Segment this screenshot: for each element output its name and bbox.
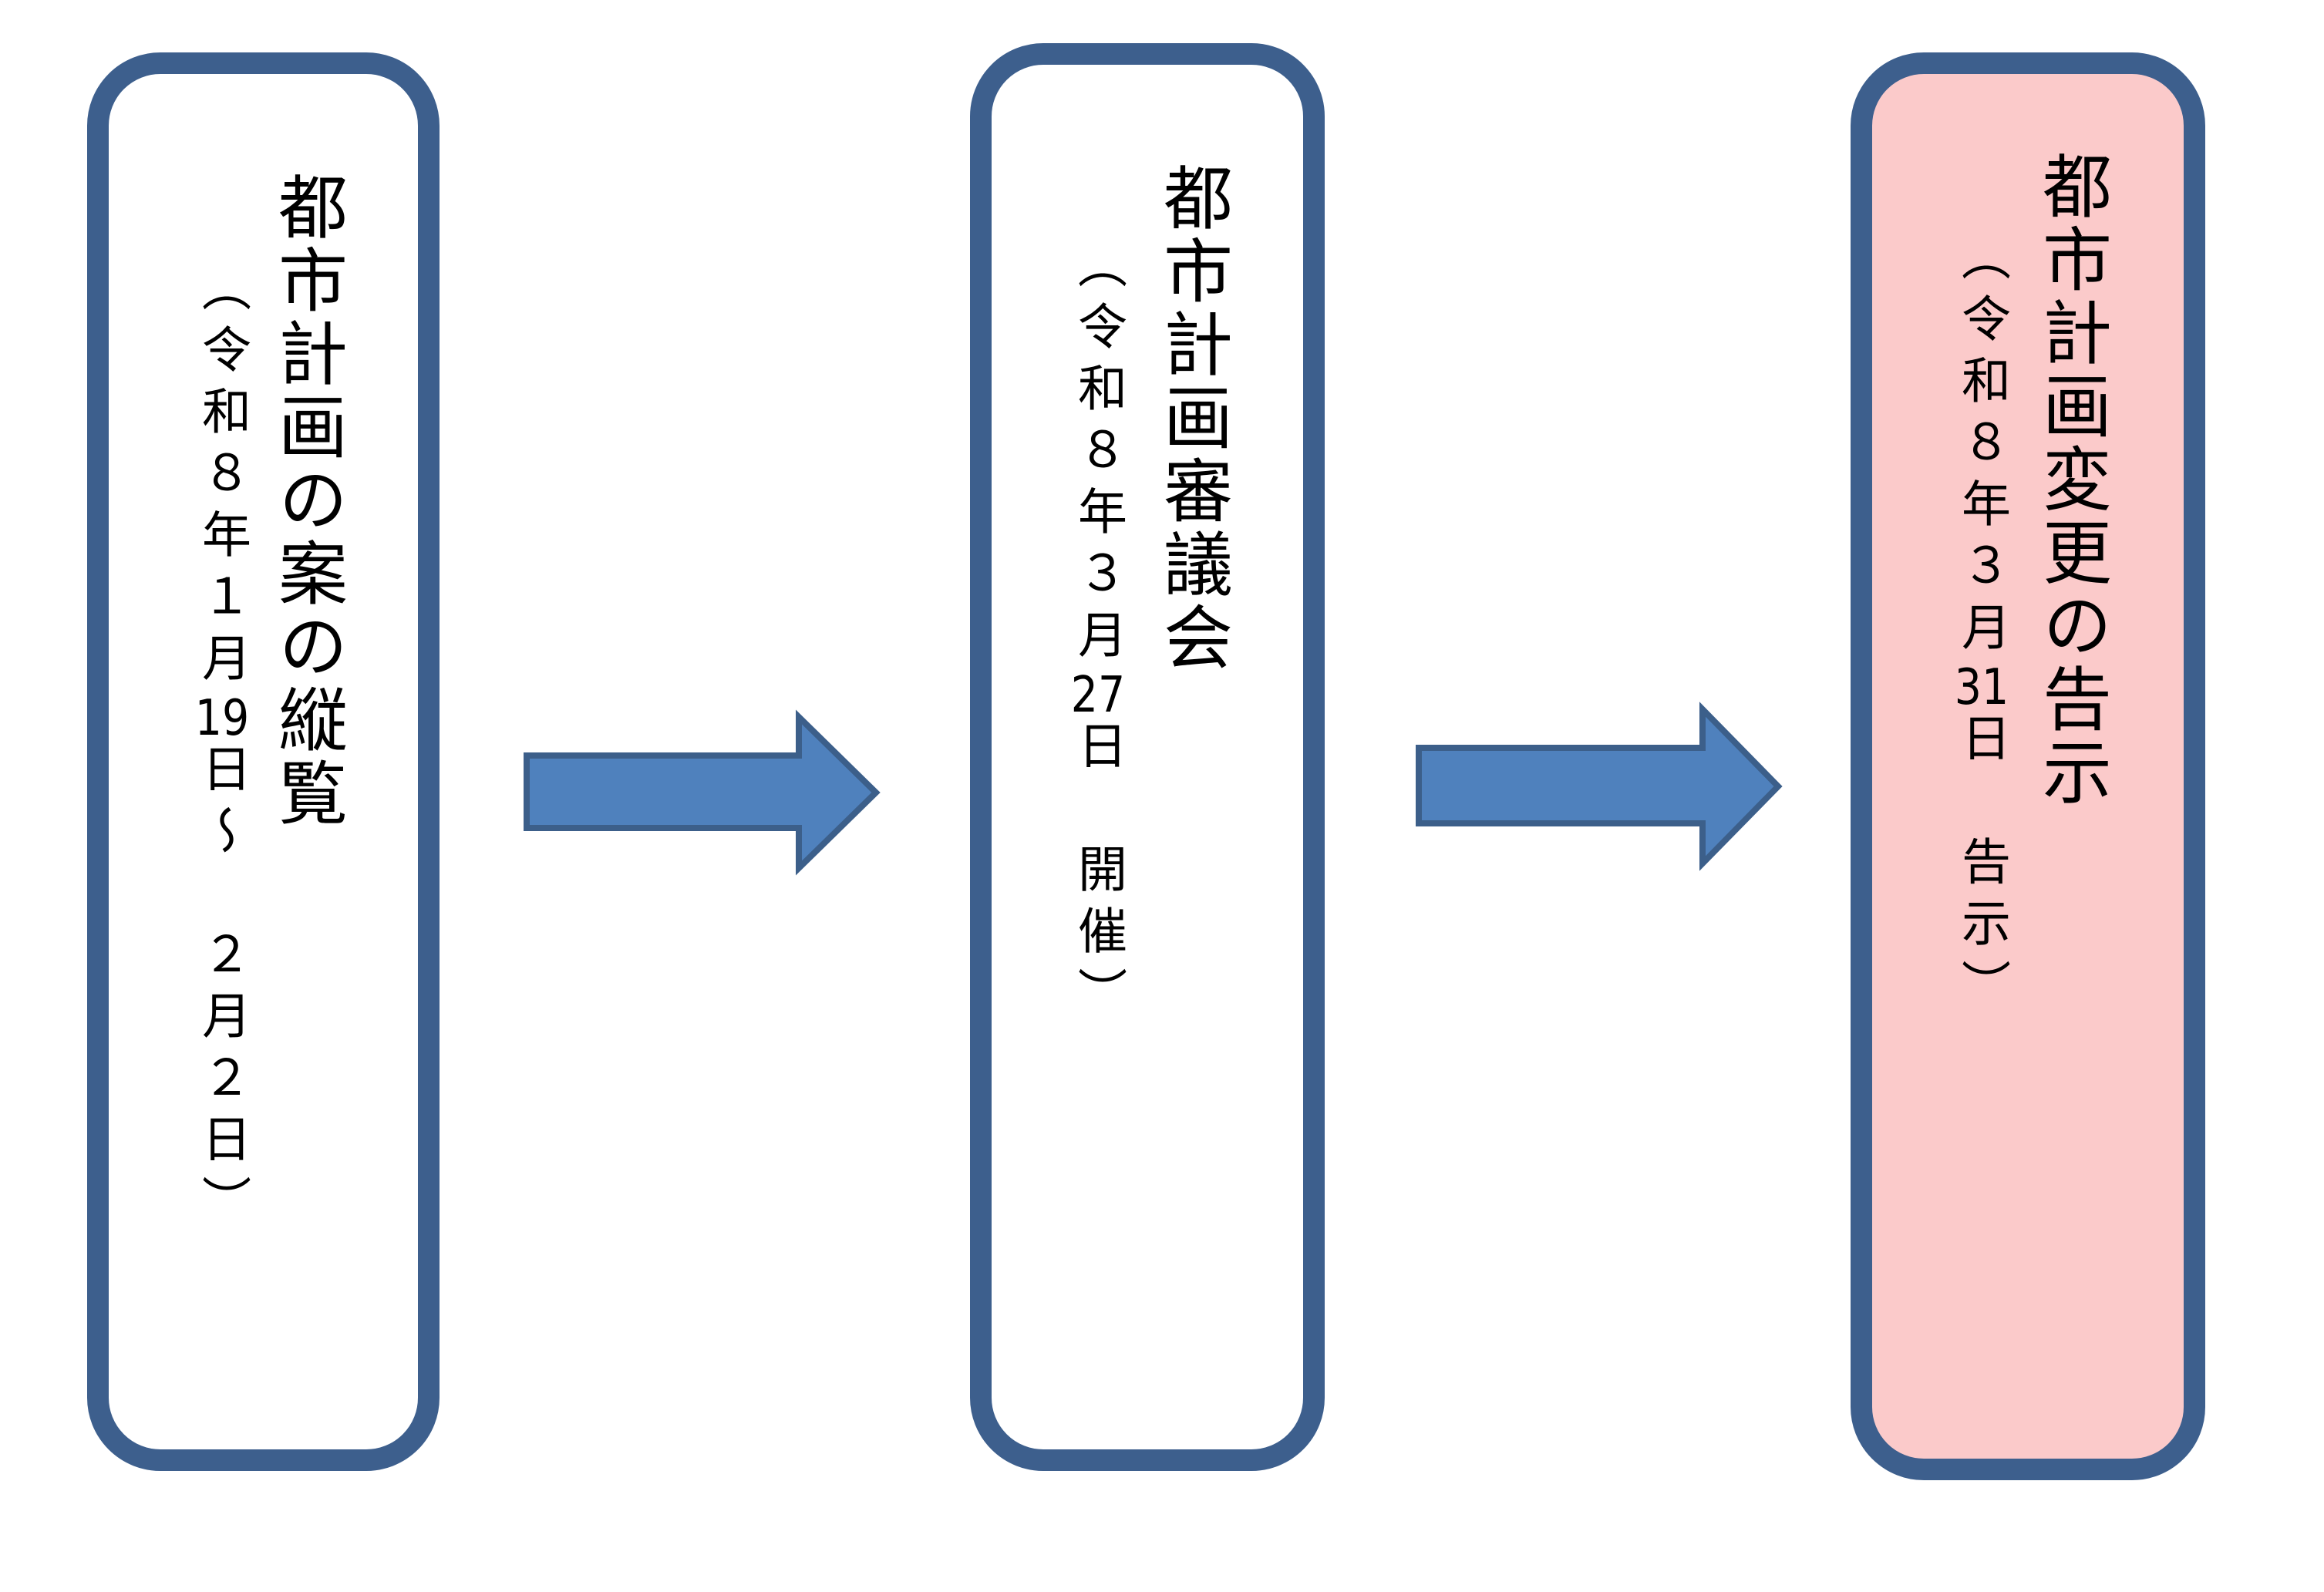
step-title: 都市計画審議会 — [1151, 162, 1232, 675]
arrow-right-icon — [1416, 702, 1783, 871]
step-title: 都市計画変更の告示 — [2030, 150, 2111, 809]
number: 27 — [1070, 671, 1126, 720]
number: 19 — [194, 694, 250, 743]
step-subtitle: （令和８年３月31日 告示） — [1953, 231, 2010, 1021]
step-box-public-inspection — [87, 52, 440, 1471]
step-subtitle: （令和８年３月27日 開催） — [1069, 239, 1127, 1028]
step-box-public-notice — [1851, 52, 2205, 1480]
step-box-planning-council — [970, 43, 1325, 1471]
number: 31 — [1954, 663, 2009, 712]
step-subtitle: （令和８年１月19日～ ２月２日） — [194, 262, 251, 1237]
step-title: 都市計画の案の縦覧 — [266, 171, 347, 830]
arrow-right-icon — [524, 709, 881, 876]
